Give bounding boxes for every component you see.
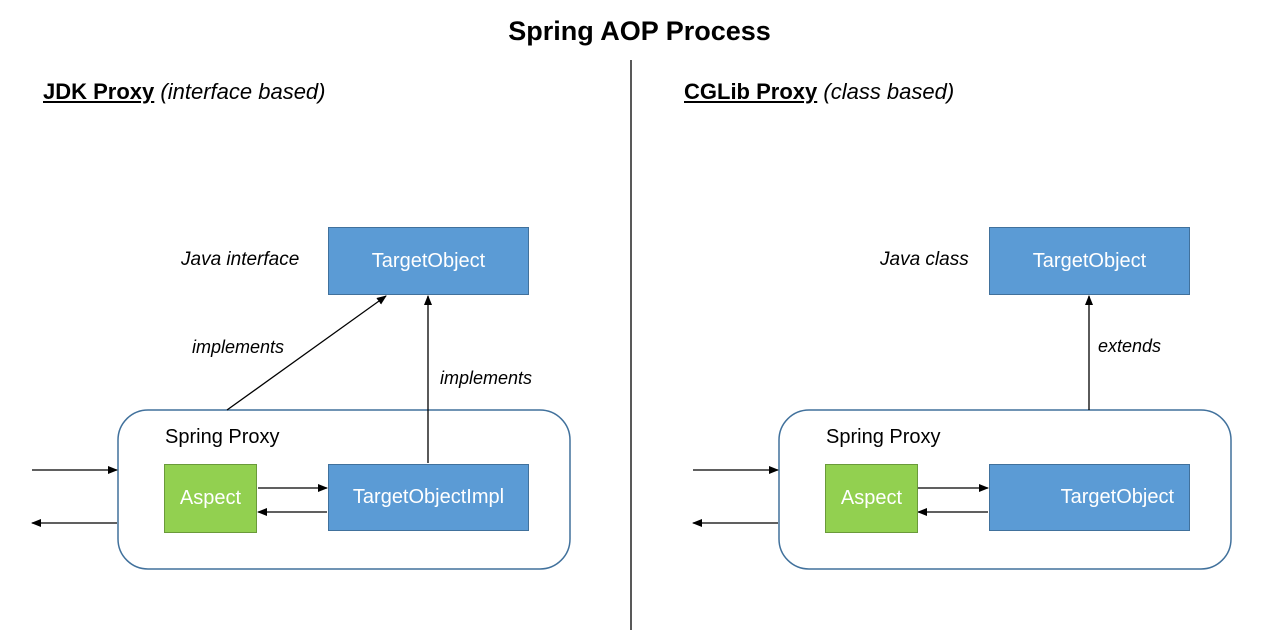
page-title: Spring AOP Process [508, 16, 771, 46]
right-heading-bold: CGLib Proxy [684, 79, 818, 104]
left-target-object-box: TargetObject [328, 227, 529, 295]
right-target-type-label: Java class [880, 249, 969, 270]
right-target-object-inner-box: TargetObject [989, 464, 1190, 531]
right-aspect-box: Aspect [825, 464, 918, 533]
left-heading: JDK Proxy (interface based) [43, 79, 326, 105]
left-spring-proxy-label: Spring Proxy [165, 426, 280, 448]
left-aspect-box: Aspect [164, 464, 257, 533]
left-implements-label-2: implements [440, 368, 533, 388]
right-target-object-box: TargetObject [989, 227, 1190, 295]
left-target-type-label: Java interface [181, 249, 300, 270]
right-spring-proxy-label: Spring Proxy [826, 426, 941, 448]
left-target-object-impl-box: TargetObjectImpl [328, 464, 529, 531]
right-heading-italic: (class based) [823, 79, 955, 104]
right-heading: CGLib Proxy (class based) [684, 79, 954, 105]
left-heading-bold: JDK Proxy [43, 79, 155, 104]
left-heading-italic: (interface based) [160, 79, 326, 104]
right-extends-label: extends [1098, 336, 1162, 356]
left-implements-edge-1 [226, 295, 387, 411]
left-implements-label-1: implements [192, 337, 285, 357]
